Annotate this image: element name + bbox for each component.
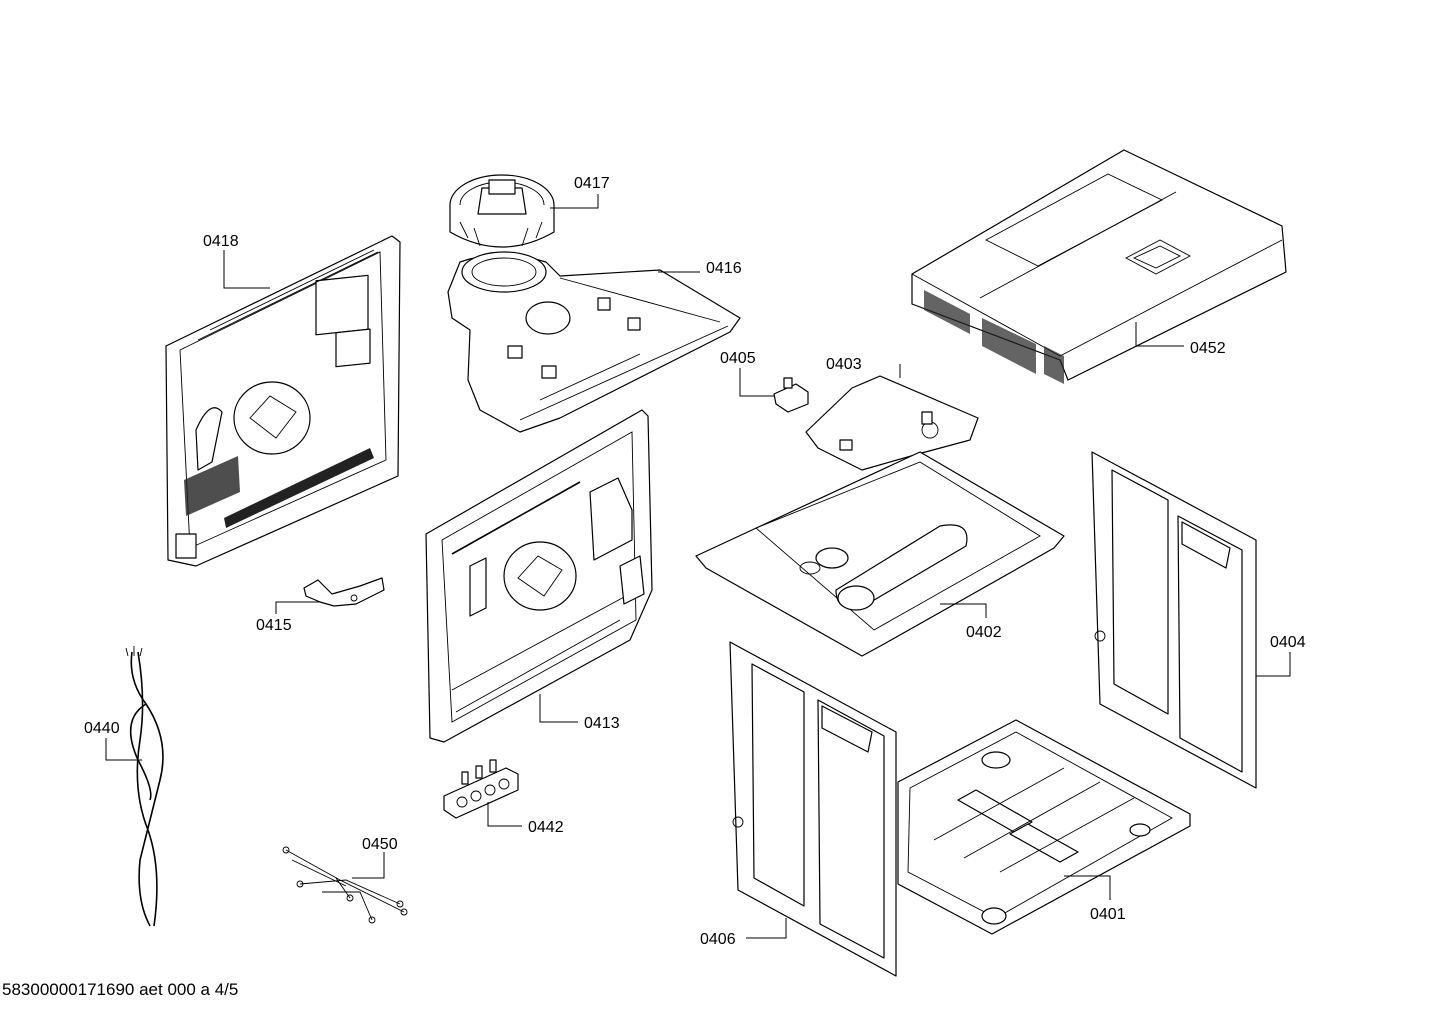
label-0416: 0416: [706, 260, 742, 277]
leader-0404: [1256, 652, 1291, 677]
leader-0450: [352, 852, 385, 879]
part-0406-side-wall-left: [729, 641, 897, 977]
part-0440-cable: [125, 646, 164, 927]
leader-0406: [746, 918, 787, 939]
document-footer-id: 58300000171690 aet 000 a 4/5: [2, 980, 239, 999]
part-0401-bottom-tray: [897, 719, 1191, 935]
leader-lines: [105, 194, 1291, 939]
part-0403-plate: [805, 375, 979, 471]
part-0415-bracket: [303, 577, 385, 607]
leader-0413: [539, 694, 578, 723]
part-0402-base-plate: [695, 451, 1065, 657]
callout-labels: 0417 0418 0416 0405 0403 0452 0402 0404 …: [84, 175, 1306, 948]
part-0442-terminal-block: [443, 759, 519, 819]
part-0405-sensor: [773, 377, 809, 413]
label-0405: 0405: [720, 350, 756, 367]
part-0413-back-wall: [425, 409, 653, 743]
label-0413: 0413: [584, 715, 620, 732]
part-0452-top-cover: [911, 149, 1287, 384]
part-0404-side-wall-right: [1091, 451, 1257, 789]
label-0450: 0450: [362, 836, 398, 853]
label-0452: 0452: [1190, 340, 1226, 357]
label-0403: 0403: [826, 356, 862, 373]
label-0418: 0418: [203, 233, 239, 250]
label-0406: 0406: [700, 931, 736, 948]
leader-0402: [940, 603, 987, 618]
label-0401: 0401: [1090, 906, 1126, 923]
leader-0452: [1135, 322, 1184, 347]
leader-0401: [1064, 875, 1111, 900]
part-0417-fan-wheel: [449, 174, 555, 248]
label-0417: 0417: [574, 175, 610, 192]
leader-0417: [550, 194, 599, 209]
leader-0442: [487, 802, 522, 827]
label-0440: 0440: [84, 720, 120, 737]
part-0416-fan-housing: [447, 251, 741, 433]
leader-0415: [275, 601, 320, 614]
part-0418-rear-panel: [165, 235, 401, 567]
label-0415: 0415: [256, 617, 292, 634]
label-0442: 0442: [528, 819, 564, 836]
leader-0405: [739, 368, 774, 397]
leader-0418: [223, 250, 270, 289]
leader-0440: [105, 738, 142, 761]
label-0402: 0402: [966, 624, 1002, 641]
part-0450-wiring-harness: [282, 846, 408, 924]
label-0404: 0404: [1270, 634, 1306, 651]
